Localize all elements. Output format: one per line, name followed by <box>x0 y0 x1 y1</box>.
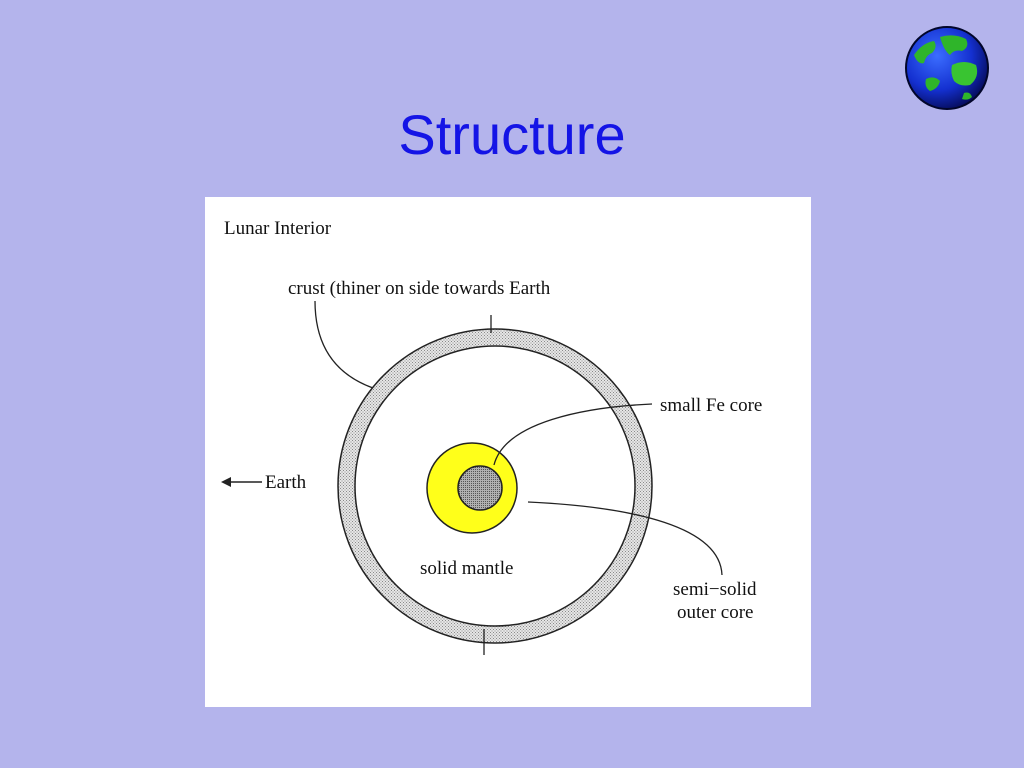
outer-core-label-line1: semi−solid <box>673 579 757 600</box>
outer-core-label-line2: outer core <box>677 602 753 623</box>
inner-core <box>457 465 503 511</box>
crust-label: crust (thiner on side towards Earth <box>288 278 551 299</box>
earth-arrow <box>221 477 262 487</box>
earth-label: Earth <box>265 472 307 493</box>
slide-title: Structure <box>398 103 626 166</box>
mantle-label: solid mantle <box>420 558 513 579</box>
crust-leader-line <box>314 300 374 389</box>
fe-core-leader-line <box>493 403 653 466</box>
outer-core-leader-line <box>527 501 723 576</box>
diagram-heading: Lunar Interior <box>224 218 332 239</box>
lunar-interior-figure: Lunar Interior crust (thiner on side tow… <box>205 197 811 707</box>
fe-core-label: small Fe core <box>660 395 762 416</box>
globe-icon <box>904 25 990 111</box>
